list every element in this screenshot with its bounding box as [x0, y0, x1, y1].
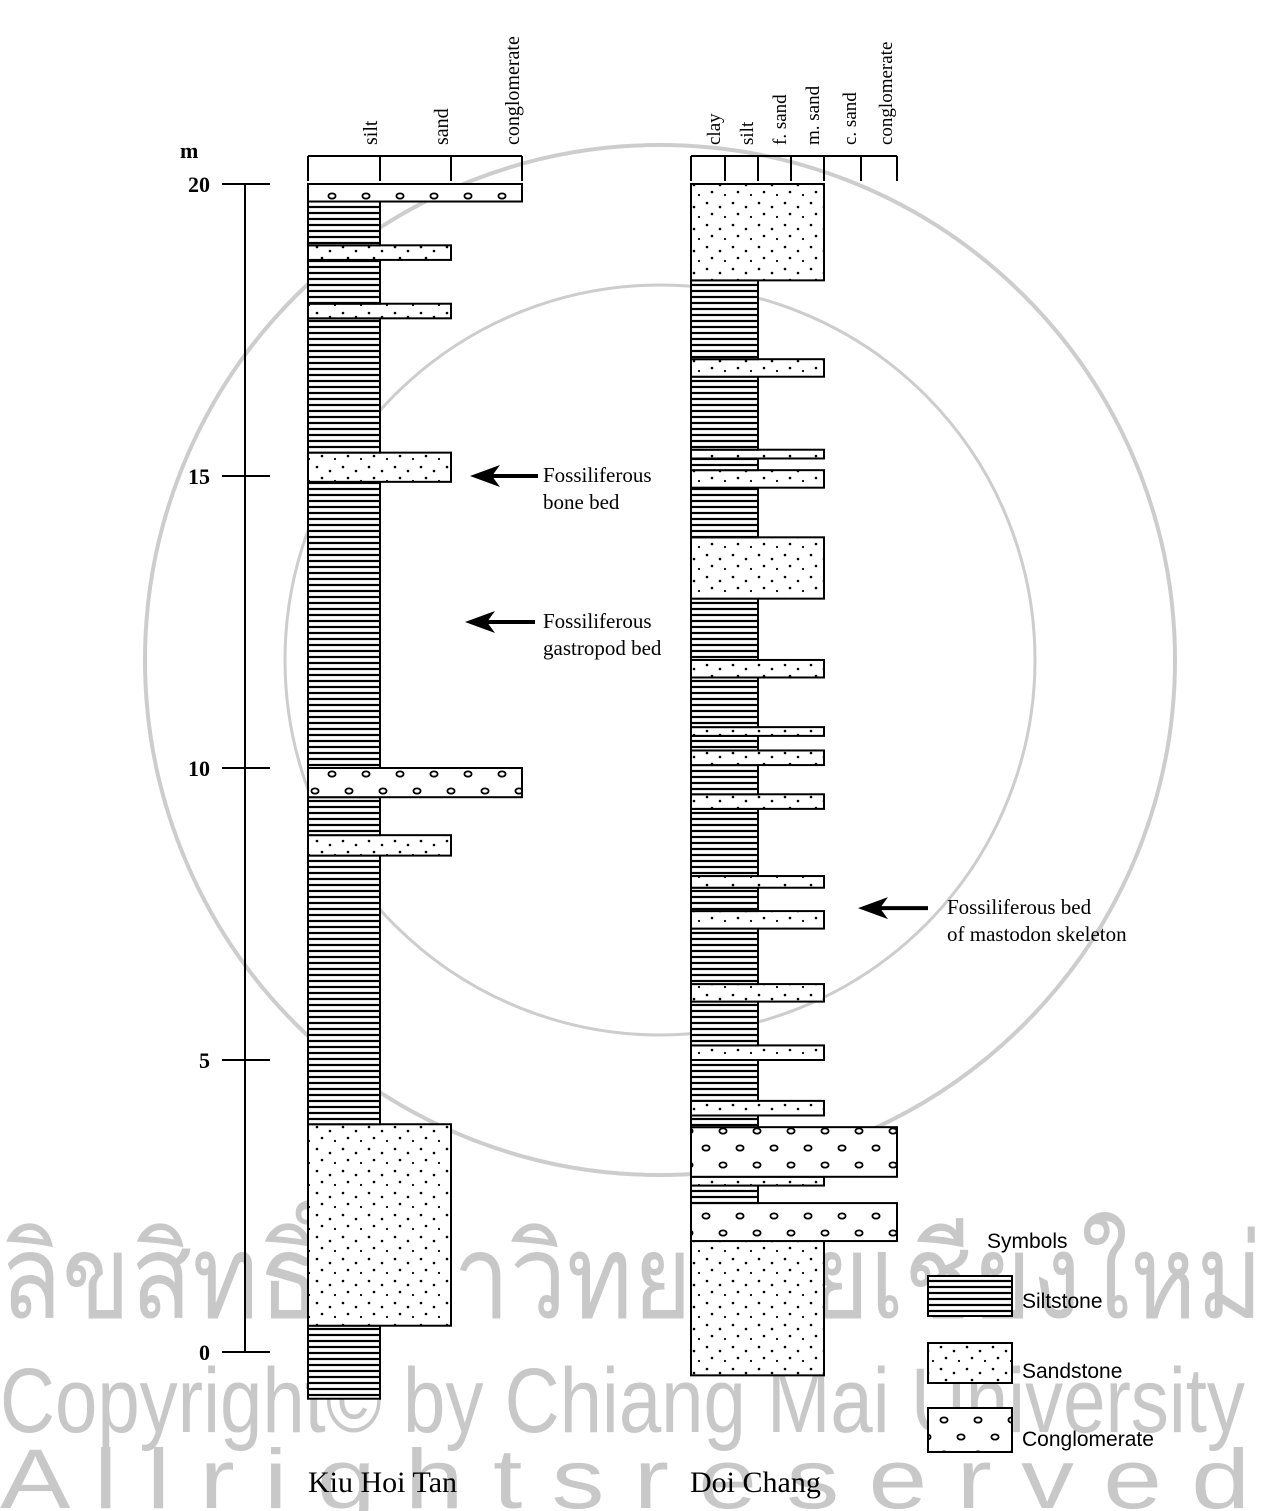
watermark-line-thai: ลิขสิทธิ์มหาวิทยาลัยเชียงใหม่ [0, 1193, 1263, 1344]
sandstone-bed [307, 244, 452, 261]
siltstone-bed [307, 854, 381, 1126]
sandstone-bed [690, 793, 825, 810]
sandstone-bed [307, 302, 452, 320]
sandstone-bed [690, 658, 825, 679]
conglomerate-bed [690, 1126, 898, 1178]
siltstone-bed [690, 927, 759, 986]
legend-conglomerate-label: Conglomerate [1022, 1428, 1154, 1451]
grain-size-label: silt [360, 120, 382, 145]
legend-sandstone-swatch [927, 1342, 1013, 1384]
scale-tick-label-5: 5 [199, 1048, 210, 1073]
scale-tick-label-20: 20 [188, 172, 210, 197]
sandstone-bed [690, 448, 825, 460]
sandstone-bed [690, 983, 825, 1003]
siltstone-bed [690, 1000, 759, 1047]
siltstone-bed [690, 676, 759, 729]
sandstone-bed [690, 749, 825, 767]
siltstone-bed [307, 1324, 381, 1400]
watermark-seal-inner-ring [283, 283, 1037, 1037]
siltstone-bed [690, 764, 759, 796]
annotation-arrow-head [465, 611, 495, 633]
annotation-line-1: Fossiliferous [543, 609, 652, 633]
column-kiu-hoi-tan: silt sand conglomerate [307, 36, 524, 1400]
siltstone-bed [690, 807, 759, 878]
siltstone-bed [690, 734, 759, 752]
sandstone-bed [690, 469, 825, 489]
siltstone-bed [690, 457, 759, 472]
siltstone-bed [690, 279, 759, 361]
symbols-legend: Symbols Siltstone Sandstone Conglomerate [927, 1230, 1154, 1453]
siltstone-bed [690, 375, 759, 451]
sandstone-bed [690, 1099, 825, 1117]
scale-tick-label-10: 10 [188, 756, 210, 781]
siltstone-bed [690, 1114, 759, 1129]
depth-scale: m 20 15 10 5 0 [180, 138, 270, 1365]
sandstone-bed [690, 358, 825, 378]
sandstone-bed [690, 875, 825, 889]
siltstone-bed [690, 886, 759, 913]
grain-size-label: conglomerate [876, 42, 897, 145]
legend-siltstone-label: Siltstone [1022, 1290, 1103, 1313]
watermark-line-rights: A l l r i g h t s r e s e r v e d [0, 1432, 1250, 1511]
sandstone-bed [690, 726, 825, 737]
sandstone-bed [690, 1240, 825, 1377]
conglomerate-bed [690, 1202, 898, 1243]
annotation-line-2: bone bed [543, 490, 620, 514]
sandstone-bed [690, 183, 825, 282]
grain-size-label: c. sand [840, 92, 861, 145]
siltstone-bed [690, 1184, 759, 1205]
column-doi-chang: clay silt f. sand m. sand c. sand conglomerat… [690, 42, 898, 1377]
siltstone-bed [307, 796, 381, 837]
grain-size-label: clay [704, 113, 725, 145]
annotation-line-2: gastropod bed [543, 636, 662, 660]
column-title-doi-chang: Doi Chang [690, 1466, 821, 1499]
sandstone-bed [690, 910, 825, 930]
grain-size-label: f. sand [770, 94, 791, 145]
siltstone-bed [690, 597, 759, 661]
siltstone-bed [307, 317, 381, 454]
watermark-seal-outer-ring [143, 143, 1177, 1177]
annotation-arrow-head [858, 897, 888, 920]
watermark-line-copyright: Copyright© by Chiang Mai University [0, 1350, 1245, 1452]
legend-conglomerate-swatch [927, 1407, 1013, 1453]
conglomerate-bed [307, 183, 523, 203]
grain-size-label: m. sand [803, 85, 824, 145]
annotation-line-1: Fossiliferous bed [947, 895, 1092, 919]
siltstone-bed [307, 258, 381, 305]
sandstone-bed [307, 451, 452, 483]
grain-size-label: silt [737, 121, 758, 145]
grain-size-label: sand [431, 108, 453, 145]
scale-tick-label-0: 0 [199, 1340, 210, 1365]
grain-size-label: conglomerate [502, 36, 524, 145]
siltstone-bed [690, 1059, 759, 1102]
siltstone-bed [307, 200, 381, 247]
annotation-line-1: Fossiliferous [543, 463, 652, 487]
legend-sandstone-label: Sandstone [1022, 1360, 1122, 1383]
annotation-line-2: of mastodon skeleton [947, 922, 1127, 946]
legend-title: Symbols [987, 1230, 1068, 1253]
sandstone-bed [690, 1044, 825, 1062]
legend-siltstone-swatch [927, 1275, 1013, 1317]
sandstone-bed [690, 536, 825, 600]
sandstone-bed [307, 834, 452, 857]
annotation-arrow-head [470, 465, 500, 487]
siltstone-bed [307, 480, 381, 769]
column-title-kiu-hoi-tan: Kiu Hoi Tan [308, 1466, 457, 1499]
scale-tick-label-15: 15 [188, 464, 210, 489]
siltstone-bed [690, 486, 759, 539]
sandstone-bed [690, 1175, 825, 1187]
sandstone-bed [307, 1123, 452, 1327]
university-watermark: ลิขสิทธิ์มหาวิทยาลัยเชียงใหม่ Copyright©… [0, 143, 1263, 1511]
conglomerate-bed [307, 767, 523, 799]
scale-unit-label: m [180, 138, 198, 163]
